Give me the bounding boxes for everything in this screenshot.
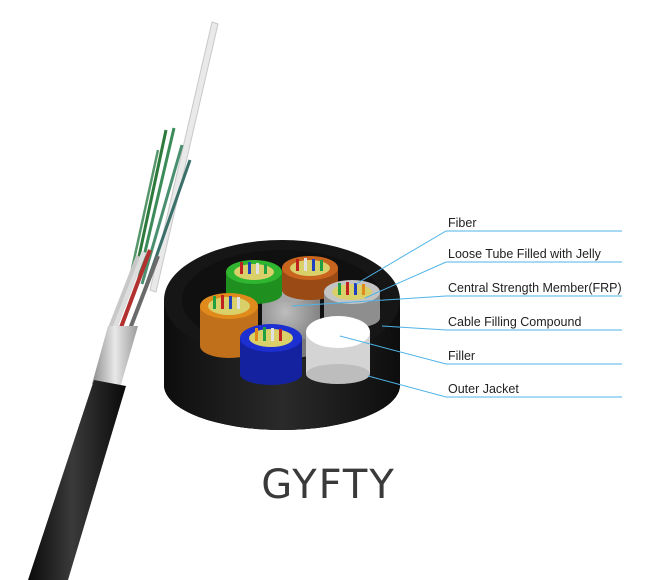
- leader-line-frp: [291, 295, 622, 307]
- foil-wrap: [92, 326, 138, 388]
- leader-line-jacket: [367, 375, 622, 398]
- cable-side-view: [28, 21, 219, 580]
- label-fiber: Fiber: [448, 216, 477, 230]
- fiber-strand: [140, 144, 184, 285]
- label-cable-filling-compound: Cable Filling Compound: [448, 315, 582, 329]
- loose-tube-green: [226, 260, 282, 304]
- loose-tube: [118, 249, 152, 331]
- outer-sheath: [28, 380, 126, 580]
- fiber-strand: [128, 149, 160, 279]
- model-name: GYFTY: [261, 462, 396, 508]
- filler-rod: [306, 316, 370, 384]
- loose-tube-blue: [240, 324, 302, 385]
- leader-lines: [291, 230, 622, 398]
- loose-tube: [126, 255, 160, 335]
- leader-line-fiber: [355, 230, 622, 285]
- cable-cross-section: [164, 240, 400, 430]
- fiber-strand: [132, 129, 168, 281]
- leader-line-loose-tube: [364, 261, 622, 299]
- leader-line-filler: [339, 335, 622, 365]
- label-filler: Filler: [448, 349, 476, 363]
- label-loose-tube: Loose Tube Filled with Jelly: [448, 247, 601, 261]
- leader-line-filling: [381, 325, 622, 331]
- loose-tube: [111, 251, 147, 331]
- label-outer-jacket: Outer Jacket: [448, 382, 519, 396]
- loose-tube: [108, 255, 140, 329]
- label-central-strength-member: Central Strength Member(FRP): [448, 281, 622, 295]
